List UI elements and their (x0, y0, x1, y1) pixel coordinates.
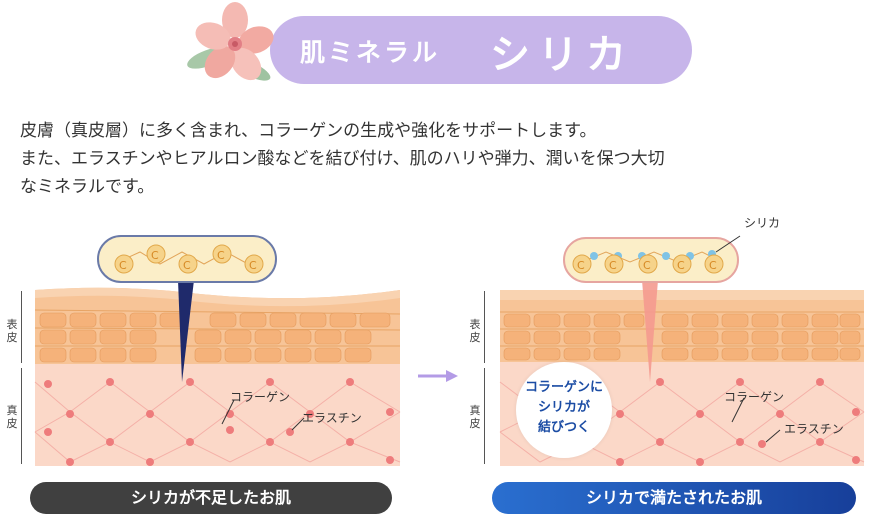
svg-text:C: C (249, 259, 257, 272)
epidermis-bracket (484, 291, 485, 363)
dermis-bracket (21, 368, 22, 464)
dermis-char: 皮 (469, 417, 481, 430)
svg-text:C: C (577, 259, 585, 272)
svg-text:C: C (217, 249, 225, 262)
intro-line: また、エラスチンやヒアルロン酸などを結び付け、肌のハリや弾力、潤いを保つ大切 (20, 149, 665, 169)
epidermis-label-left: 表 皮 (5, 318, 19, 344)
right-arrow-icon (418, 370, 458, 382)
svg-text:C: C (677, 259, 685, 272)
bubble-line: コラーゲンに (524, 380, 603, 395)
svg-text:C: C (183, 259, 191, 272)
elastin-label-right: エラスチン (784, 422, 844, 436)
svg-text:C: C (151, 249, 159, 262)
epidermis-char: 表 (469, 318, 481, 331)
intro-line: なミネラルです。 (20, 177, 155, 197)
svg-text:C: C (709, 259, 717, 272)
dermis-char: 真 (469, 404, 481, 417)
title-big: シリカ (490, 32, 634, 78)
svg-text:C: C (609, 259, 617, 272)
silica-label: シリカ (744, 216, 781, 230)
epidermis-char: 表 (6, 318, 18, 331)
intro-line: 皮膚（真皮層）に多く含まれ、コラーゲンの生成や強化をサポートします。 (20, 121, 597, 141)
dermis-label-left: 真 皮 (5, 404, 19, 430)
epidermis-char: 皮 (469, 331, 481, 344)
title-small: 肌ミネラル (300, 38, 441, 67)
left-skin-illustration: C C C C C (34, 235, 401, 466)
intro-paragraph: 皮膚（真皮層）に多く含まれ、コラーゲンの生成や強化をサポートします。 また、エラ… (20, 117, 870, 201)
bubble-line: シリカが (537, 400, 590, 415)
title-pill (270, 16, 692, 84)
flower-icon (187, 2, 274, 81)
caption-left: シリカが不足したお肌 (30, 482, 392, 514)
dermis-bracket (484, 368, 485, 464)
caption-right: シリカで満たされたお肌 (492, 482, 856, 514)
collagen-label-left: コラーゲン (230, 390, 291, 404)
bubble-line: 結びつく (537, 420, 590, 435)
dermis-label-right: 真 皮 (468, 404, 482, 430)
elastin-label-left: エラスチン (302, 411, 362, 425)
epidermis-label-right: 表 皮 (468, 318, 482, 344)
dermis-char: 真 (6, 404, 18, 417)
silica-bond-bubble: コラーゲンに シリカが 結びつく (516, 362, 612, 458)
collagen-label-right: コラーゲン (724, 390, 785, 404)
epidermis-bracket (21, 291, 22, 363)
bubble-text: コラーゲンに シリカが 結びつく (516, 378, 612, 438)
dermis-char: 皮 (6, 417, 18, 430)
epidermis-char: 皮 (6, 331, 18, 344)
svg-text:C: C (119, 259, 127, 272)
svg-text:C: C (643, 259, 651, 272)
